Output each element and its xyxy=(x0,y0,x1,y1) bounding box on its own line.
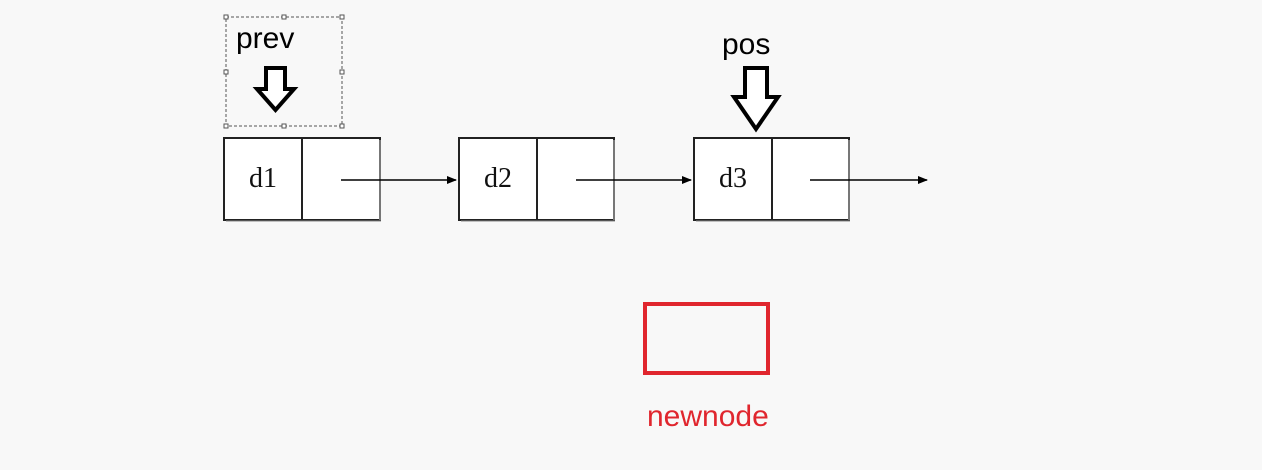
prev-pointer-label: prev xyxy=(236,22,295,55)
pos-pointer-label: pos xyxy=(722,28,771,61)
node-d1-data: d1 xyxy=(249,163,277,194)
newnode-label: newnode xyxy=(647,400,769,433)
prev-selection-box[interactable] xyxy=(223,14,345,129)
prev-down-arrow-icon xyxy=(252,66,299,114)
node-d3-data: d3 xyxy=(719,163,747,194)
pos-down-arrow-icon xyxy=(730,66,782,133)
list-node-d3 xyxy=(693,137,850,222)
node-d2-data: d2 xyxy=(484,163,512,194)
list-node-d2 xyxy=(458,137,615,222)
newnode-box xyxy=(643,302,770,375)
list-node-d1 xyxy=(223,137,381,222)
